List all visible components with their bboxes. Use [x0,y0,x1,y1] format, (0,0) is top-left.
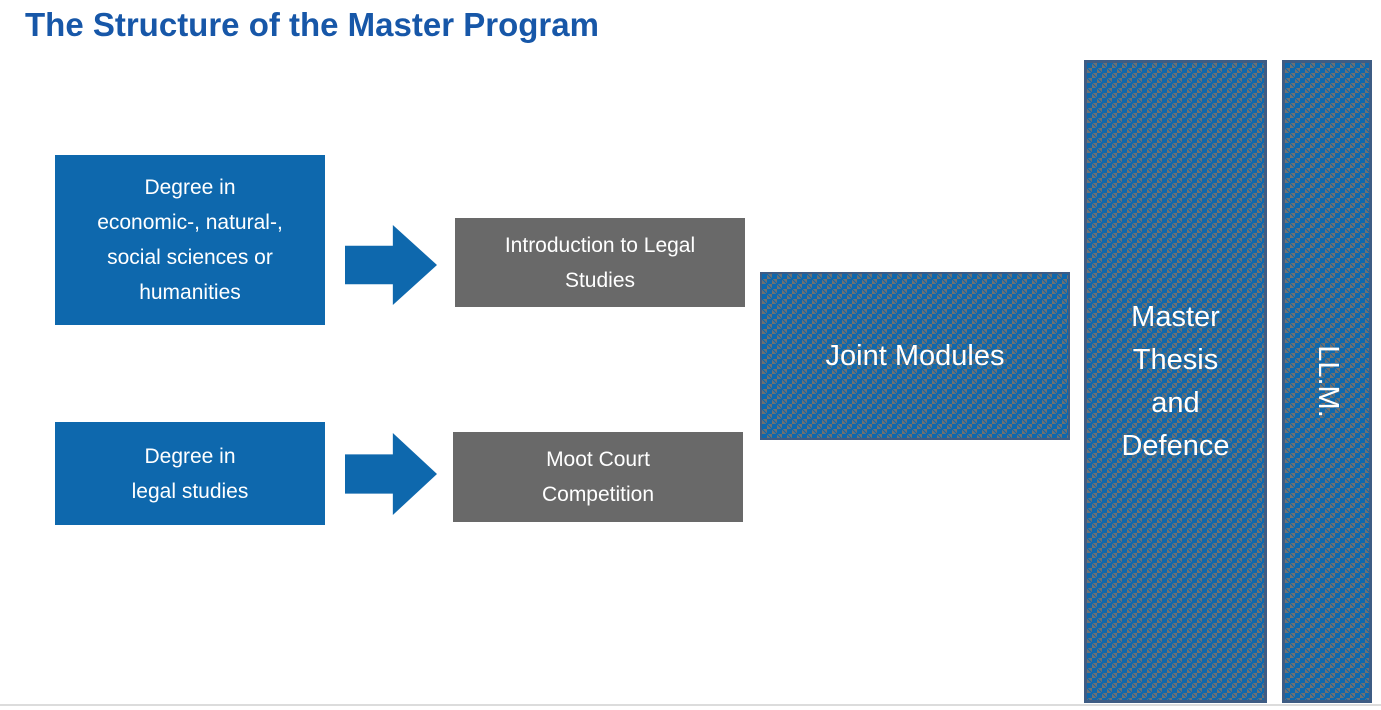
right-arrow-icon [345,433,437,515]
slide-bottom-border [0,704,1381,706]
degree-legal-box: Degree in legal studies [55,422,325,525]
moot-court-box: Moot Court Competition [453,432,743,522]
llm-box: LL.M. [1282,60,1372,703]
degree-sciences-label: Degree in economic-, natural-, social sc… [97,176,283,304]
master-thesis-label: Master Thesis and Defence [1121,300,1230,462]
degree-legal-label: Degree in legal studies [131,444,249,503]
degree-sciences-box: Degree in economic-, natural-, social sc… [55,155,325,325]
moot-court-label: Moot Court Competition [541,448,655,506]
right-arrow-icon [345,225,437,305]
intro-legal-studies-box: Introduction to Legal Studies [455,218,745,307]
joint-modules-label: Joint Modules [825,339,1005,372]
joint-modules-box: Joint Modules [760,272,1070,440]
llm-label: LL.M. [1311,345,1344,418]
intro-legal-studies-label: Introduction to Legal Studies [504,233,696,292]
slide-title: The Structure of the Master Program [25,6,599,43]
master-thesis-box: Master Thesis and Defence [1084,60,1267,703]
